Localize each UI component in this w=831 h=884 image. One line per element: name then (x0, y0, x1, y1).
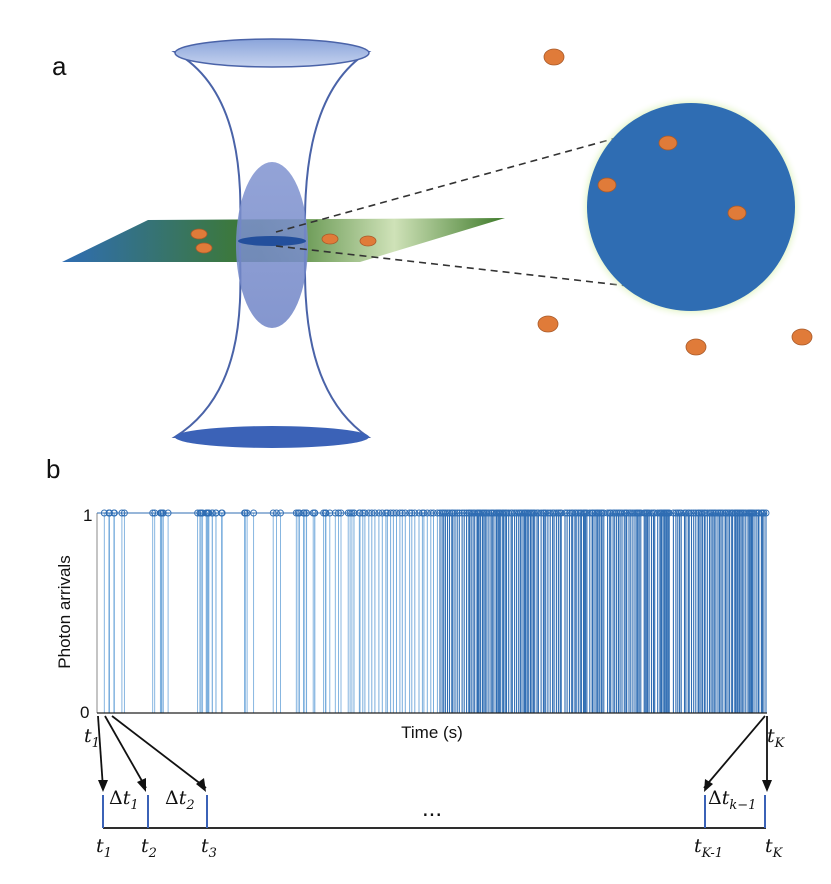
photon-arrival-spikes (103, 513, 767, 713)
particle (195, 242, 213, 254)
zoom-line-top (275, 129, 646, 233)
delta-t1-label: Δt1 (109, 787, 139, 813)
y-axis-label: Photon arrivals (55, 555, 74, 668)
particle (791, 328, 813, 346)
tKm1-bottom-label: tK-1 (694, 835, 723, 861)
t1-axis-label: t1 (84, 725, 100, 751)
arrows (97, 715, 768, 789)
x-axis-label: Time (s) (401, 723, 463, 742)
ellipsis: ... (422, 795, 442, 822)
particle (321, 233, 339, 245)
delta-tkm1-label: Δtk−1 (708, 787, 756, 813)
particle (658, 135, 678, 151)
beam-top-cap (174, 38, 370, 68)
particle (190, 228, 208, 240)
particle (727, 205, 747, 221)
t3-bottom-label: t3 (201, 835, 217, 861)
panel-a-label: a (52, 51, 67, 81)
panel-b-label: b (46, 454, 60, 484)
y-tick-0: 0 (80, 703, 89, 722)
particle (359, 235, 377, 247)
delta-t2-label: Δt2 (165, 787, 195, 813)
tK-bottom-label: tK (765, 835, 784, 861)
beam-bottom-cap (175, 426, 369, 448)
particle (543, 48, 565, 66)
t2-bottom-label: t2 (141, 835, 157, 861)
tK-axis-label: tK (767, 725, 786, 751)
arrowheads (98, 778, 772, 792)
t1-bottom-label: t1 (96, 835, 112, 861)
zoom-line-bottom (275, 245, 691, 294)
particle (597, 177, 617, 193)
arrival-ticks (102, 795, 766, 828)
focal-disk (238, 236, 306, 246)
magnified-focal-area (587, 103, 795, 311)
particle (685, 338, 707, 356)
particle (537, 315, 559, 333)
y-tick-1: 1 (83, 506, 92, 525)
